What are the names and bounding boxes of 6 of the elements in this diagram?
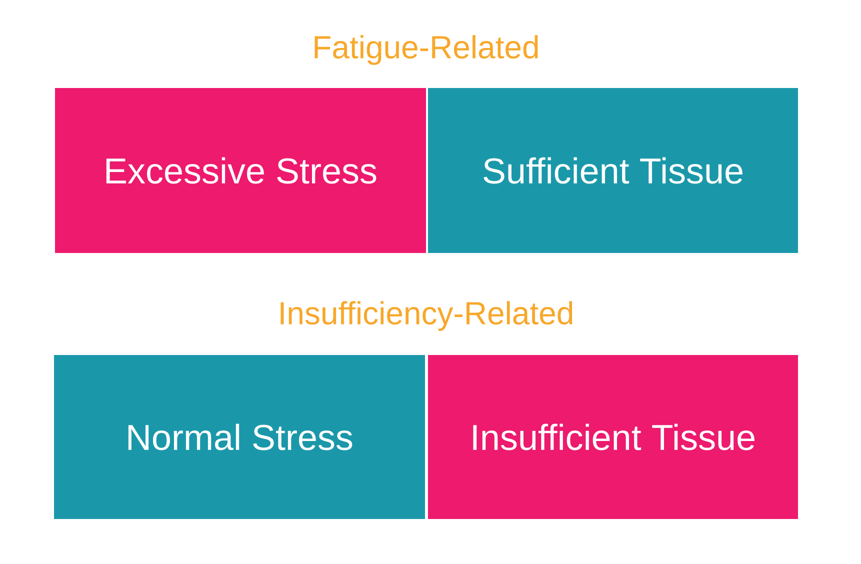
filled-box: Insufficient Tissue — [428, 355, 798, 519]
filled-box: Normal Stress — [54, 355, 425, 519]
filled-box: Sufficient Tissue — [428, 88, 798, 253]
heading: Insufficiency-Related — [280, 301, 572, 331]
heading: Fatigue-Related — [314, 35, 538, 65]
filled-box: Excessive Stress — [55, 88, 426, 253]
